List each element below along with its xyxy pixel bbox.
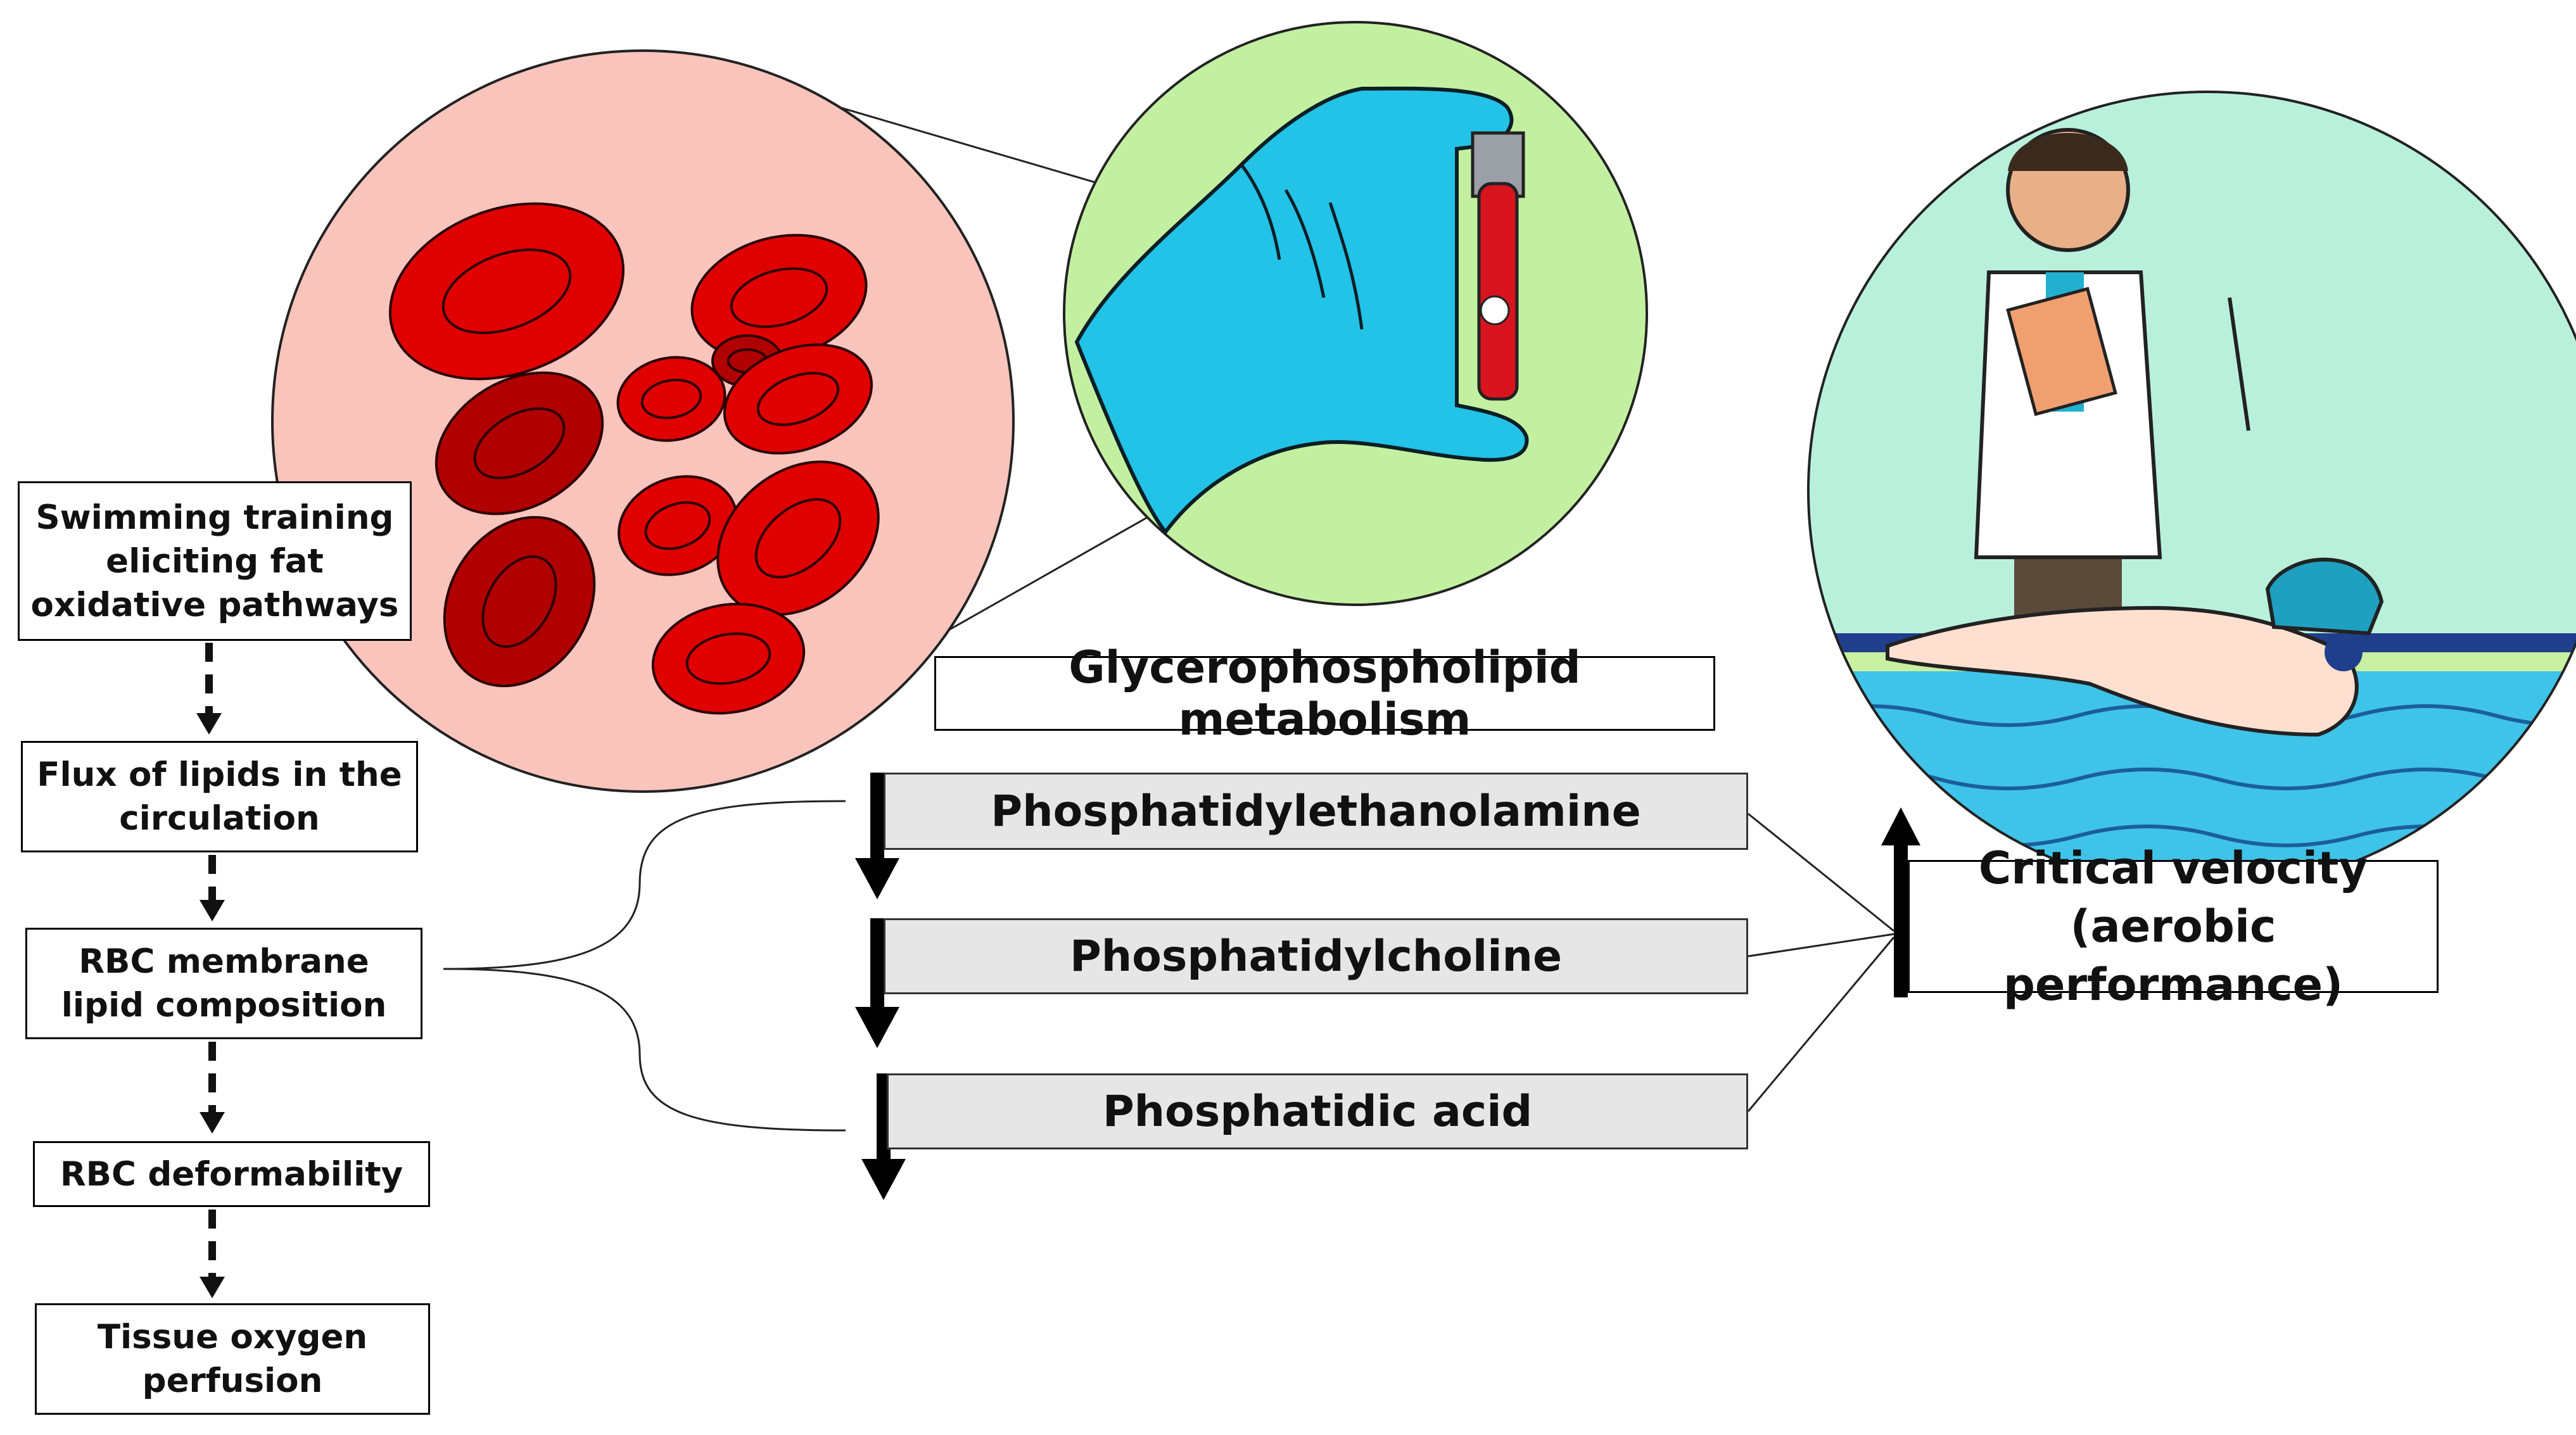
lipid-label-2: Phosphatidylcholine [1069,931,1563,982]
flow-step-1-line-3: oxidative pathways [30,585,399,624]
dashed-arrow-head [196,713,222,735]
flow-step-3-line-2: lipid composition [61,986,387,1025]
red-blood-cell [690,234,868,362]
flow-step-1-line-1: Swimming training [35,498,394,537]
red-blood-cell [618,475,738,576]
lipid-label-1: Phosphatidylethanolamine [991,786,1641,837]
lipid-box-3: Phosphatidic acid [887,1073,1748,1149]
flow-step-1: Swimming training eliciting fat oxidative … [18,481,412,641]
pathway-title-box: Glycerophospholipid metabolism [934,642,1715,745]
lipid-to-outcome-lines [1747,812,1895,1112]
down-arrow-head [855,858,899,899]
gloved-hand-blood-tube-icon [1063,21,1648,606]
flow-step-4-text: RBC deformability [60,1153,403,1196]
dashed-arrow-head [200,1112,225,1134]
lipid-label-3: Phosphatidic acid [1102,1086,1533,1137]
red-blood-cell [443,515,596,688]
coach-and-swimmer-icon [1807,91,2576,891]
down-arrow-shaft [870,918,884,1010]
connector-brace [443,800,846,1132]
flow-step-3-line-1: RBC membrane [79,942,369,981]
red-blood-cell [435,371,604,515]
down-arrow-head [855,1007,899,1048]
flow-step-5-text: Tissue oxygen perfusion [98,1315,367,1403]
dashed-arrow-head [200,900,225,921]
flow-step-4: RBC deformability [33,1141,430,1207]
red-blood-cell [723,343,873,455]
red-blood-cell [716,460,880,616]
flow-step-2-line-2: circulation [119,799,320,838]
lipid-box-1: Phosphatidylethanolamine [884,773,1748,850]
flow-step-2-line-1: Flux of lipids in the [37,755,402,794]
outcome-up-arrow [1881,807,1920,997]
flow-step-2-text: Flux of lipids in the circulation [37,753,402,840]
flow-step-3: RBC membrane lipid composition [25,928,422,1039]
flow-step-5-line-1: Tissue oxygen [97,1318,368,1356]
down-arrow-shaft [870,773,884,861]
outcome-line-2: (aerobic performance) [2003,901,2344,1011]
red-blood-cell [651,602,806,715]
outcome-box: Critical velocity (aerobic performance) [1908,842,2439,1011]
outcome-line-1: Critical velocity [1978,842,2368,894]
red-blood-cells-icon [271,49,1015,793]
pathway-title: Glycerophospholipid metabolism [1069,642,1581,745]
down-arrow-head [861,1159,906,1200]
dashed-arrow-head [200,1277,225,1298]
red-blood-cell [389,202,625,381]
flow-step-4-line-1: RBC deformability [60,1154,403,1194]
flow-step-1-text: Swimming training eliciting fat oxidative … [31,496,399,627]
flow-arrows [196,643,225,1298]
lipid-box-2: Phosphatidylcholine [884,918,1748,994]
flow-step-2: Flux of lipids in the circulation [21,741,418,852]
red-blood-cell [616,356,726,442]
flow-step-1-line-2: eliciting fat [106,541,324,581]
flow-step-3-text: RBC membrane lipid composition [61,940,387,1027]
flow-step-5-line-2: perfusion [142,1362,323,1400]
flow-step-5: Tissue oxygen perfusion [35,1303,430,1415]
outcome-text: Critical velocity (aerobic performance) [1910,839,2437,1014]
